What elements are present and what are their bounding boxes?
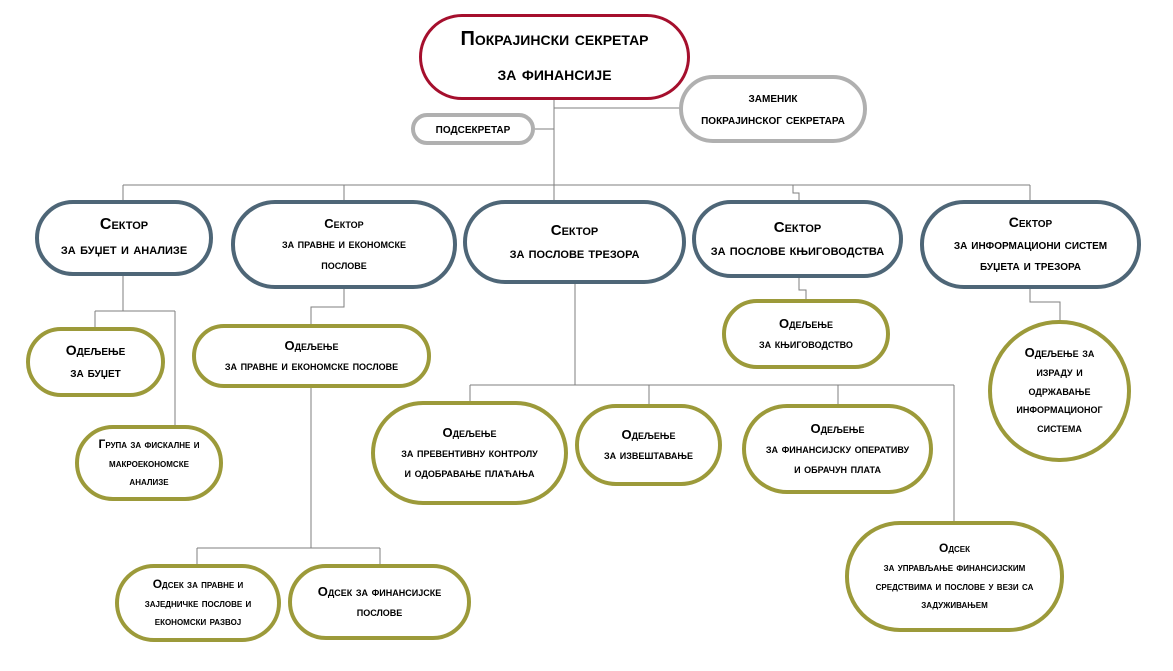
deputy-box: заменик покрајинског секретара	[679, 75, 867, 143]
secretary-subtitle: за финансије	[497, 63, 612, 85]
department-it-box: Одељење за израду и одржавање информацио…	[988, 320, 1131, 462]
section-management-box: Одсек за управљање финансијским средстви…	[845, 521, 1064, 632]
department-finop-line2: за финансијску оперативу	[765, 440, 910, 456]
department-it-line2: израду и	[1036, 363, 1083, 379]
department-finop-title: Одељење	[810, 420, 865, 436]
department-it-line1: Одељење за	[1024, 344, 1095, 360]
section-legal-line2: заједничке послове и	[144, 595, 252, 610]
section-management-title: Одсек	[938, 541, 971, 556]
department-it-line5: система	[1037, 420, 1082, 436]
connector-legal-dep	[310, 289, 345, 324]
sector-legal-line3: послове	[321, 256, 367, 272]
section-finance-box: Одсек за финансијске послове	[288, 564, 471, 640]
section-legal-box: Одсек за правне и заједничке послове и е…	[115, 564, 281, 642]
group-fiscal-line1: Група за фискалне и	[98, 437, 200, 452]
department-preventive-title: Одељење	[442, 424, 497, 440]
deputy-line1: заменик	[748, 89, 798, 106]
department-reporting-subtitle: за извештавање	[604, 447, 693, 462]
sector-accounting-subtitle: за послове књиговодства	[710, 242, 885, 259]
sector-budget-title: Сектор	[99, 216, 149, 234]
section-finance-line1: Одсек за финансијске	[317, 583, 442, 599]
section-management-line4: задуживањем	[921, 597, 988, 612]
department-preventive-box: Одељење за превентивну контролу и одобра…	[371, 401, 568, 505]
sector-treasury-box: Сектор за послове трезора	[463, 200, 686, 284]
department-preventive-line2: за превентивну контролу	[401, 444, 538, 460]
sector-treasury-subtitle: за послове трезора	[509, 245, 640, 262]
department-it-line3: одржавање	[1028, 382, 1091, 398]
section-legal-line1: Одсек за правне и	[152, 577, 244, 592]
deputy-line2: покрајинског секретара	[701, 111, 845, 127]
sector-it-title: Сектор	[1008, 213, 1053, 230]
sector-legal-title: Сектор	[324, 216, 364, 232]
undersecretary-label: подсекретар	[435, 120, 511, 137]
sector-treasury-title: Сектор	[550, 221, 599, 239]
undersecretary-box: подсекретар	[411, 113, 535, 145]
department-legal-box: Одељење за правне и економске послове	[192, 324, 431, 388]
department-accounting-subtitle: за књиговодство	[759, 336, 853, 351]
department-budget-title: Одељење	[65, 342, 126, 359]
secretary-box: Покрајински секретар за финансије	[419, 14, 690, 100]
section-management-line2: за управљање финансијским	[883, 559, 1026, 574]
department-reporting-title: Одељење	[621, 426, 676, 442]
connector-dep-account	[798, 278, 807, 299]
group-fiscal-box: Група за фискалне и макроекономске анали…	[75, 425, 223, 501]
department-it-line4: информационог	[1016, 401, 1103, 417]
sector-it-line3: буџета и трезора	[979, 257, 1082, 274]
sector-budget-subtitle: за буџет и анализе	[60, 241, 188, 258]
connector-sec-account	[792, 185, 800, 200]
department-legal-title: Одељење	[284, 337, 339, 353]
sector-it-line2: за информациони систем	[953, 235, 1108, 252]
secretary-title: Покрајински секретар	[460, 28, 649, 50]
department-finop-box: Одељење за финансијску оперативу и обрач…	[742, 404, 933, 494]
connector-dep-it	[1029, 289, 1061, 320]
section-management-line3: средствима и послове у вези са	[875, 578, 1034, 593]
sector-legal-box: Сектор за правне и економске послове	[231, 200, 457, 289]
section-legal-line3: економски развој	[154, 614, 242, 629]
department-accounting-title: Одељење	[779, 315, 833, 331]
department-reporting-box: Одељење за извештавање	[575, 404, 722, 486]
group-fiscal-line2: макроекономске	[109, 455, 189, 470]
sector-accounting-title: Сектор	[773, 218, 822, 236]
department-budget-subtitle: за буџет	[70, 364, 121, 380]
sector-it-box: Сектор за информациони систем буџета и т…	[920, 200, 1141, 289]
section-finance-line2: послове	[356, 604, 403, 619]
department-accounting-box: Одељење за књиговодство	[722, 299, 890, 369]
sector-accounting-box: Сектор за послове књиговодства	[692, 200, 903, 278]
sector-budget-box: Сектор за буџет и анализе	[35, 200, 213, 276]
department-finop-line3: и обрачун плата	[794, 461, 881, 477]
department-legal-subtitle: за правне и економске послове	[224, 358, 399, 373]
group-fiscal-line3: анализе	[129, 474, 169, 489]
department-preventive-line3: и одобравање плаћања	[404, 465, 535, 481]
department-budget-box: Одељење за буџет	[26, 327, 165, 397]
sector-legal-line2: за правне и економске	[281, 236, 407, 252]
